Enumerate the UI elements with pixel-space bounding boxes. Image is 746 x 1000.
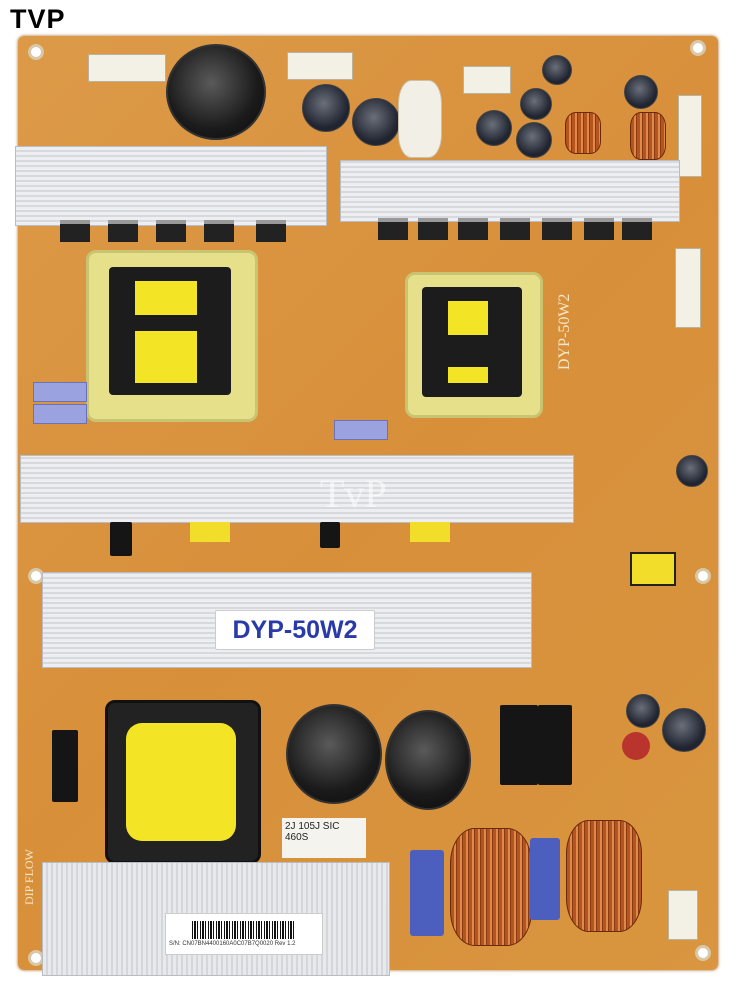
capacitor: [476, 110, 512, 146]
capacitor: [352, 98, 400, 146]
bulk-capacitor: [286, 704, 382, 804]
heatsink: [20, 455, 574, 523]
ic-chip: [320, 522, 340, 548]
capacitor: [542, 55, 572, 85]
capacitor: [662, 708, 706, 752]
capacitor: [516, 122, 552, 158]
barcode-label: S/N: CN07BN4400160A0C07B7Q0020 Rev 1.2: [165, 913, 323, 955]
mounting-hole: [695, 568, 711, 584]
transistor: [256, 220, 286, 242]
film-capacitor: [33, 404, 87, 424]
heatsink: [42, 572, 532, 668]
mounting-hole: [28, 44, 44, 60]
tvp-logo: TVP: [10, 4, 66, 34]
connector: [463, 66, 511, 94]
transistor: [458, 218, 488, 240]
film-capacitor: [33, 382, 87, 402]
transistor: [156, 220, 186, 242]
ic-chip: [110, 522, 132, 556]
transistor: [418, 218, 448, 240]
x-capacitor: [410, 850, 444, 936]
connector: [675, 248, 701, 328]
capacitor: [302, 84, 350, 132]
capacitor: [166, 44, 266, 140]
bulk-capacitor: [385, 710, 471, 810]
heatsink: [15, 146, 327, 226]
transistor: [60, 220, 90, 242]
transformer: [86, 250, 258, 422]
thermistor: [622, 732, 650, 760]
component-label: 2J 105J SIC 460S: [282, 818, 366, 858]
relay: [500, 705, 538, 785]
capacitor: [626, 694, 660, 728]
transformer: [405, 272, 543, 418]
transistor: [622, 218, 652, 240]
watermark: TvP: [320, 471, 387, 516]
serial-number: S/N: CN07BN4400160A0C07B7Q0020 Rev 1.2: [169, 941, 296, 947]
transformer: [105, 700, 261, 864]
capacitor: [624, 75, 658, 109]
connector: [678, 95, 702, 177]
common-mode-choke: [450, 828, 532, 946]
x-capacitor: [530, 838, 560, 920]
transistor: [204, 220, 234, 242]
mounting-hole: [695, 945, 711, 961]
ic-chip: [52, 730, 78, 802]
inductor: [630, 112, 666, 160]
toroid: [398, 80, 442, 158]
connector: [287, 52, 353, 80]
transistor: [108, 220, 138, 242]
heatsink: [340, 160, 680, 222]
transformer-small: [190, 522, 230, 542]
silkscreen-model: DYP-50W2: [556, 293, 573, 370]
mounting-hole: [690, 40, 706, 56]
common-mode-choke: [566, 820, 642, 932]
connector: [668, 890, 698, 940]
capacitor: [520, 88, 552, 120]
model-label: DYP-50W2: [215, 610, 375, 650]
transformer-small: [410, 522, 450, 542]
connector: [88, 54, 166, 82]
barcode: [192, 921, 296, 939]
film-capacitor: [334, 420, 388, 440]
relay: [538, 705, 572, 785]
transistor: [542, 218, 572, 240]
inductor: [565, 112, 601, 154]
transistor: [378, 218, 408, 240]
capacitor: [676, 455, 708, 487]
transistor: [584, 218, 614, 240]
silkscreen-dip-flow: DIP FLOW: [22, 849, 36, 905]
relay: [630, 552, 676, 586]
transistor: [500, 218, 530, 240]
